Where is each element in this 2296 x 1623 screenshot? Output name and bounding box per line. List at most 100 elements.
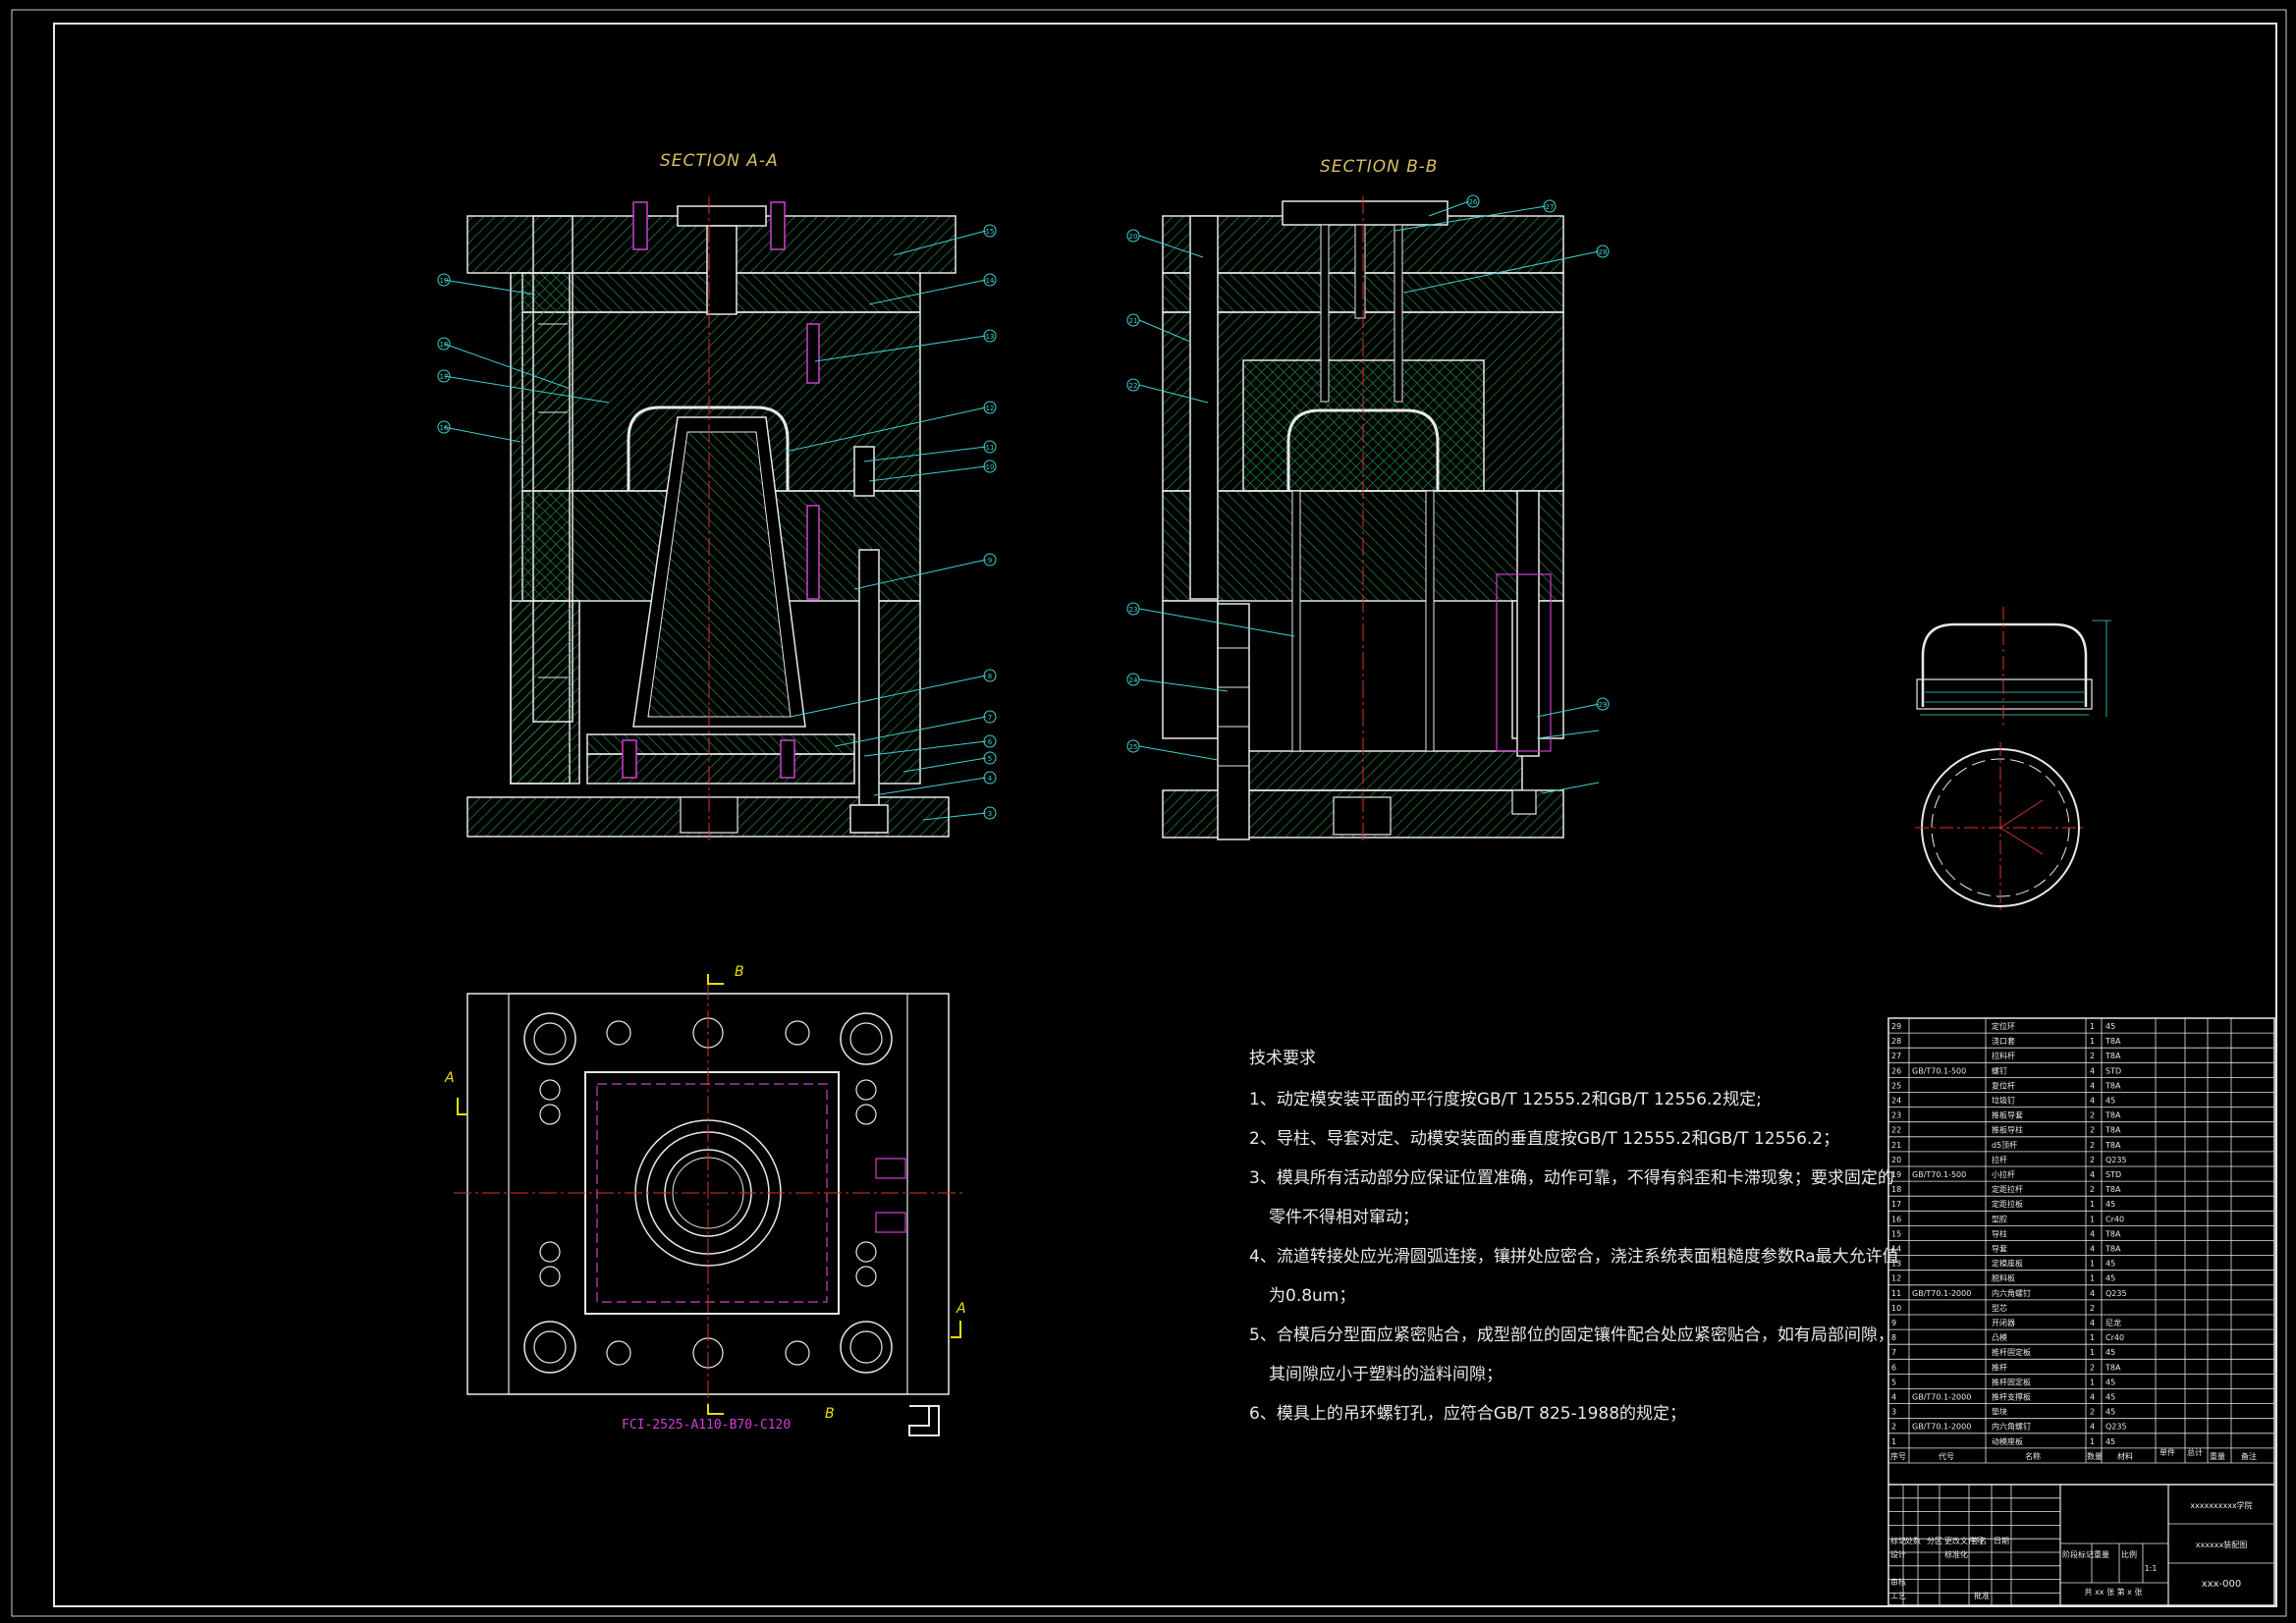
bom-row-qty: 4 [2090,1081,2095,1090]
bb-balloon-22: 22 [1126,378,1140,392]
bom-row-no: 10 [1891,1304,1901,1313]
bom-row-qty: 1 [2090,1200,2095,1209]
bb-balloon-21: 21 [1126,313,1140,327]
aa-balloon-9: 9 [983,553,997,567]
bom-row-qty: 1 [2090,1378,2095,1386]
bom-row-name: 推杆 [1992,1362,2007,1372]
bom-row-no: 19 [1891,1170,1901,1179]
bom-row-name: 垃圾钉 [1992,1096,2015,1106]
bom-row-no: 12 [1891,1274,1901,1283]
bom-row-qty: 4 [2090,1097,2095,1106]
bom-row-material: 45 [2105,1022,2115,1031]
tech-req-item: 1、动定模安装平面的平行度按GB/T 12555.2和GB/T 12556.2规… [1249,1090,1762,1109]
bb-balloon-20: 20 [1126,229,1140,243]
bom-row-no: 22 [1891,1126,1901,1135]
svg-text:15: 15 [986,228,995,236]
bom-row-material: 45 [2105,1097,2115,1106]
bom-row-no: 5 [1891,1378,1896,1386]
bom-row-material: 45 [2105,1408,2115,1417]
svg-text:8: 8 [988,673,992,680]
bom-header-weight: 重量 [2210,1451,2225,1461]
aa-balloon-13: 13 [983,329,997,343]
part-detail-views [1915,607,2111,913]
bom-row-material: STD [2105,1066,2121,1075]
aa-balloon-19: 19 [437,273,451,287]
bom-row-code: GB/T70.1-2000 [1912,1393,1971,1402]
bom-row-qty: 2 [2090,1363,2095,1372]
cut-label-a-right: A [957,1301,967,1317]
svg-text:9: 9 [988,557,992,565]
bom-row-code: GB/T70.1-500 [1912,1170,1966,1179]
svg-text:29: 29 [1599,701,1608,709]
bom-row-name: 浇口套 [1992,1036,2015,1046]
aa-balloon-4: 4 [983,771,997,784]
cut-label-b-bottom: B [825,1406,836,1422]
aa-balloon-6: 6 [983,734,997,748]
bom-row-material: 45 [2105,1437,2115,1446]
bom-header-code: 代号 [1939,1451,1954,1461]
bom-row-no: 23 [1891,1111,1901,1120]
tech-req-item: 5、合模后分型面应紧密贴合，成型部位的固定镶件配合处应紧密贴合，如有局部间隙， [1249,1325,1894,1345]
bom-header-total: 总计 [2187,1447,2203,1457]
bom-row-material: Q235 [2105,1423,2127,1432]
bom-row-no: 3 [1891,1408,1896,1417]
svg-text:20: 20 [1129,233,1138,241]
section-b-b-title: SECTION B-B [1320,157,1439,177]
mould-base-code: FCI-2525-A110-B70-C120 [622,1418,792,1433]
svg-text:11: 11 [986,444,995,452]
aa-balloon-14: 14 [983,273,997,287]
aa-balloon-17: 17 [437,369,451,383]
bom-row-qty: 2 [2090,1111,2095,1120]
bom-row-no: 18 [1891,1185,1901,1194]
svg-text:25: 25 [1129,743,1138,751]
aa-balloon-10: 10 [983,460,997,473]
bom-row-name: 定距拉板 [1992,1199,2023,1209]
svg-text:4: 4 [988,775,993,783]
inner-border [53,23,2277,1607]
bom-row-material: Cr40 [2105,1215,2124,1223]
cut-label-a-left: A [445,1070,456,1086]
bom-row-no: 8 [1891,1333,1896,1342]
bom-row-name: 拉杆 [1992,1155,2007,1164]
bom-row-qty: 1 [2090,1274,2095,1283]
bom-row-qty: 1 [2090,1260,2095,1269]
svg-text:7: 7 [988,714,992,722]
bom-row-material: T8A [2105,1126,2121,1135]
bom-row-code: GB/T70.1-2000 [1912,1289,1971,1298]
bom-row-qty: 4 [2090,1229,2095,1238]
bom-row-no: 1 [1891,1437,1896,1446]
bom-row-name: 推杆固定板 [1992,1377,2031,1386]
title-block-label: 标准化 [1944,1549,1968,1559]
title-block-sheets: 共 xx 张 第 x 张 [2085,1587,2143,1596]
bom-row-no: 14 [1891,1245,1901,1254]
title-block-label: 标记 [1890,1536,1906,1545]
bom-row-no: 13 [1891,1260,1901,1269]
title-block-drawing-no: xxx-000 [2202,1579,2241,1590]
bom-row-qty: 4 [2090,1170,2095,1179]
bom-row-material: Q235 [2105,1289,2127,1298]
bom-row-name: 定距拉杆 [1992,1184,2023,1194]
svg-text:26: 26 [1469,198,1478,206]
bom-header-material: 材料 [2117,1451,2133,1461]
technical-requirements: 技术要求 1、动定模安装平面的平行度按GB/T 12555.2和GB/T 125… [1249,1039,1899,1434]
bom-row-no: 17 [1891,1200,1901,1209]
bom-row-code: GB/T70.1-500 [1912,1066,1966,1075]
bom-row-no: 15 [1891,1229,1901,1238]
bom-row-material: 45 [2105,1260,2115,1269]
bom-header-note: 备注 [2241,1451,2257,1461]
bom-row-qty: 2 [2090,1156,2095,1164]
title-block-scale: 1:1 [2145,1564,2158,1573]
bom-row-name: 定模座板 [1992,1259,2023,1269]
aa-balloon-16: 16 [437,420,451,434]
title-block-label: 日期 [1994,1537,2009,1545]
bom-row-no: 29 [1891,1022,1901,1031]
bom-row-no: 16 [1891,1215,1901,1223]
aa-balloon-15: 15 [983,224,997,238]
aa-balloon-12: 12 [983,401,997,414]
svg-text:3: 3 [988,810,992,818]
svg-text:24: 24 [1129,676,1138,684]
bom-row-name: d5顶杆 [1992,1140,2017,1150]
bom-row-qty: 1 [2090,1333,2095,1342]
bom-row-material: 45 [2105,1393,2115,1402]
